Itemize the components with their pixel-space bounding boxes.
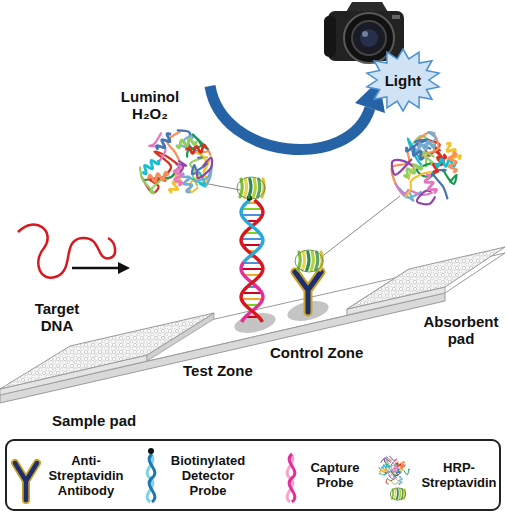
protein-helix bbox=[393, 465, 398, 473]
streptavidin-strand bbox=[249, 179, 251, 197]
antibody bbox=[295, 272, 321, 312]
legend-hrp-icon bbox=[379, 456, 409, 485]
streptavidin-strand bbox=[399, 489, 400, 499]
protein-ribbon bbox=[417, 191, 435, 205]
streptavidin-strand bbox=[394, 489, 395, 499]
streptavidin-strand bbox=[253, 179, 255, 197]
tether bbox=[320, 196, 400, 258]
protein-ribbon bbox=[379, 470, 388, 475]
protein-helix bbox=[399, 476, 402, 484]
burst-outline bbox=[367, 49, 439, 111]
legend-text: HRP-Streptavidin bbox=[418, 444, 500, 506]
protein-helix bbox=[379, 469, 387, 473]
part-label: Sample pad bbox=[52, 412, 152, 429]
base-pair bbox=[242, 214, 263, 216]
streptavidin-strand bbox=[397, 489, 398, 499]
protein-helix bbox=[176, 139, 196, 148]
hrp-protein bbox=[391, 132, 460, 204]
protein-helix bbox=[157, 134, 172, 150]
streptavidin-strand bbox=[311, 252, 313, 270]
part-label: Absorbent pad bbox=[416, 313, 506, 347]
protein-helix bbox=[449, 152, 457, 172]
backing-side bbox=[0, 293, 445, 403]
streptavidin-outline bbox=[237, 177, 265, 199]
streptavidin bbox=[295, 250, 323, 272]
protein-helix bbox=[404, 165, 422, 177]
protein-helix bbox=[400, 461, 404, 469]
node-text: Light bbox=[366, 49, 440, 111]
detector-probe-strand bbox=[241, 200, 263, 262]
streptavidin-strand bbox=[316, 252, 318, 270]
test-strip bbox=[0, 247, 505, 403]
hrp-protein bbox=[140, 130, 212, 193]
streptavidin bbox=[237, 177, 265, 199]
legend-antibody-icon bbox=[15, 463, 37, 500]
reaction-arrow bbox=[210, 80, 385, 150]
part-label: Luminol H₂O₂ bbox=[112, 88, 188, 122]
protein-helix bbox=[148, 172, 168, 181]
base-pair bbox=[241, 238, 263, 240]
protein-helix bbox=[174, 165, 182, 185]
base-pair bbox=[242, 208, 263, 210]
streptavidin-strand bbox=[307, 252, 309, 270]
base-pair bbox=[242, 292, 262, 294]
part-label: Target DNA bbox=[18, 300, 96, 334]
streptavidin-strand bbox=[244, 179, 246, 197]
legend-streptavidin-icon bbox=[390, 488, 405, 500]
protein-helix bbox=[186, 145, 206, 153]
legend-text: Capture Probe bbox=[302, 444, 368, 506]
streptavidin-strand bbox=[402, 489, 403, 499]
protein-ribbon bbox=[390, 456, 397, 466]
part-label: Test Zone bbox=[183, 362, 273, 379]
molecules bbox=[140, 130, 460, 500]
protein-helix bbox=[425, 175, 437, 193]
legend-detector-probe-icon bbox=[147, 448, 155, 502]
base-pair bbox=[241, 268, 263, 270]
protein-helix bbox=[415, 141, 434, 151]
protein-helix bbox=[142, 160, 159, 174]
legend-capture-probe-icon bbox=[287, 454, 295, 502]
sample-pad bbox=[0, 313, 214, 389]
streptavidin-strand bbox=[298, 252, 300, 270]
burst-node: Light bbox=[366, 49, 440, 111]
absorbent-pad bbox=[347, 247, 505, 309]
protein-helix bbox=[382, 464, 390, 468]
protein-ribbon bbox=[389, 475, 398, 484]
base-pair bbox=[242, 244, 261, 246]
target-dna bbox=[18, 224, 130, 277]
legend-box bbox=[6, 440, 500, 510]
protein-ribbon bbox=[404, 469, 409, 475]
dna-helix bbox=[241, 195, 263, 322]
camera bbox=[324, 2, 404, 63]
legend-text: Biotinylated Detector Probe bbox=[162, 444, 254, 506]
protein-ribbon bbox=[396, 184, 432, 195]
legend-text: Anti-Streptavidin Antibody bbox=[40, 444, 132, 506]
protein-ribbon bbox=[392, 160, 413, 175]
streptavidin-outline bbox=[295, 250, 323, 272]
streptavidin-outline bbox=[390, 488, 405, 500]
protein-ribbon bbox=[197, 158, 212, 178]
base-pair bbox=[241, 298, 262, 300]
protein-helix bbox=[406, 147, 424, 160]
streptavidin-strand bbox=[258, 179, 260, 197]
part-label: Control Zone bbox=[270, 344, 380, 361]
target-dna-strand bbox=[241, 200, 263, 322]
streptavidin-strand bbox=[302, 252, 304, 270]
streptavidin-strand bbox=[240, 179, 242, 197]
